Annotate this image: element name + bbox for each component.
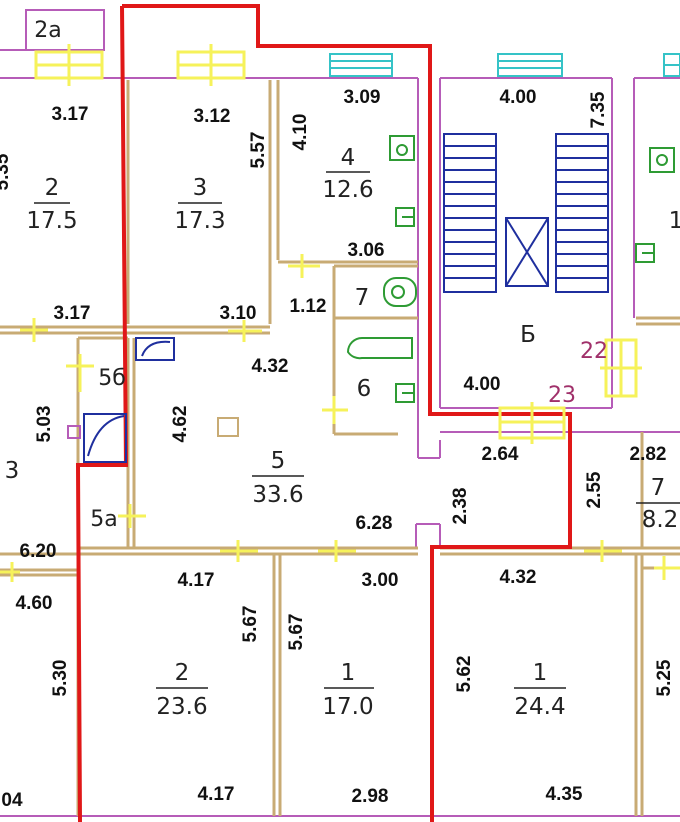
dim-3-00: 3.00	[362, 570, 399, 591]
vent-icon-1	[135, 337, 175, 361]
dim-4-32-hall: 4.32	[252, 356, 289, 377]
room-2-bottom-area: 23.6	[156, 694, 207, 720]
room-1-right-area: 24.4	[514, 694, 565, 720]
room-7-right-area: 8.2	[642, 507, 679, 533]
dim-4-17-top: 4.17	[178, 570, 215, 591]
room-2-number: 2	[45, 175, 60, 201]
room-5a-number: 5а	[90, 507, 117, 532]
staircase	[443, 133, 609, 293]
dim-4-60: 4.60	[16, 593, 53, 614]
dim-4-00-top: 4.00	[500, 87, 537, 108]
dim-3-09: 3.09	[344, 87, 381, 108]
dim-2-55: 2.55	[584, 471, 605, 508]
bathtub-icon	[346, 337, 413, 360]
dim-2-82: 2.82	[630, 444, 667, 465]
vent-shafts	[83, 337, 175, 463]
dim-4-35: 4.35	[546, 784, 583, 805]
room-2-bottom-number: 2	[175, 660, 190, 686]
room-7-wc-number: 7	[355, 285, 370, 311]
dim-04: 04	[1, 790, 23, 811]
room-4-area: 12.6	[322, 177, 373, 203]
stair-label: Б	[520, 322, 536, 348]
sink-icon-right	[649, 147, 675, 173]
elevator-shaft	[505, 217, 549, 287]
dim-4-10: 4.10	[290, 114, 311, 151]
room-6-number: 6	[357, 376, 372, 402]
dim-1-12: 1.12	[290, 296, 327, 317]
dim-4-00-stair: 4.00	[464, 374, 501, 395]
room-3-area: 17.3	[174, 208, 225, 234]
room-2-area: 17.5	[26, 208, 77, 234]
windows-cyan	[329, 53, 680, 77]
dim-2-98: 2.98	[352, 786, 389, 807]
dim-5-25: 5.25	[654, 659, 675, 696]
dim-5-62: 5.62	[454, 656, 475, 693]
windows-yellow	[0, 44, 680, 582]
fixtures	[346, 135, 675, 403]
room-2a-number: 2а	[34, 18, 61, 43]
vent-marker-left	[67, 425, 81, 439]
room-left-cut-area: 3	[5, 458, 20, 484]
dim-3-12: 3.12	[194, 106, 231, 127]
building-outline	[0, 9, 680, 817]
dim-6-20: 6.20	[20, 541, 57, 562]
marker-22: 22	[580, 339, 608, 364]
room-5-area: 33.6	[252, 482, 303, 508]
dim-6-28: 6.28	[356, 513, 393, 534]
dim-2-38: 2.38	[450, 488, 471, 525]
vent-icon-2	[83, 413, 127, 463]
marker-23: 23	[548, 383, 576, 408]
dim-5-30: 5.30	[50, 660, 71, 697]
dim-2-64: 2.64	[482, 444, 519, 465]
room-right-cut-area: 1	[669, 208, 680, 234]
dim-5-35: 5.35	[0, 153, 13, 190]
dim-7-35: 7.35	[588, 91, 609, 128]
room-5b-number: 5б	[98, 366, 126, 391]
dim-3-06: 3.06	[348, 240, 385, 261]
dim-5-03: 5.03	[34, 406, 55, 443]
apartment-boundary	[75, 4, 572, 822]
room-1-right-number: 1	[533, 660, 548, 686]
room-5-number: 5	[271, 448, 286, 474]
toilet-icon	[383, 277, 417, 307]
room-3-number: 3	[193, 175, 208, 201]
sink-icon	[389, 135, 415, 161]
room-1-bottom-area: 17.0	[322, 694, 373, 720]
markers: 22 23	[548, 339, 608, 408]
dim-3-17-mid: 3.17	[54, 303, 91, 324]
dim-5-67-a: 5.67	[240, 606, 261, 643]
dimensions-vertical: 7.35 5.57 4.10 5.35 4.62 5.03 2.38 2.55 …	[0, 91, 675, 696]
dim-4-62: 4.62	[170, 406, 191, 443]
interior-walls	[0, 80, 680, 816]
dimensions: 3.17 3.12 3.09 4.00 3.06 1.12 3.17 3.10 …	[1, 87, 666, 811]
room-4-number: 4	[341, 145, 356, 171]
dim-3-17-top: 3.17	[52, 104, 89, 125]
dim-5-57: 5.57	[248, 132, 269, 169]
room-7-right-number: 7	[651, 475, 666, 501]
column-marker	[217, 417, 239, 437]
dim-3-10: 3.10	[220, 303, 257, 324]
dim-4-17-bottom: 4.17	[198, 784, 235, 805]
room-labels: 2а 2 17.5 3 17.3 4 12.6 7 6 5б 5а 5 33.6…	[5, 18, 680, 720]
room-1-bottom-number: 1	[341, 660, 356, 686]
dim-5-67-b: 5.67	[286, 614, 307, 651]
dim-4-32-right: 4.32	[500, 567, 537, 588]
